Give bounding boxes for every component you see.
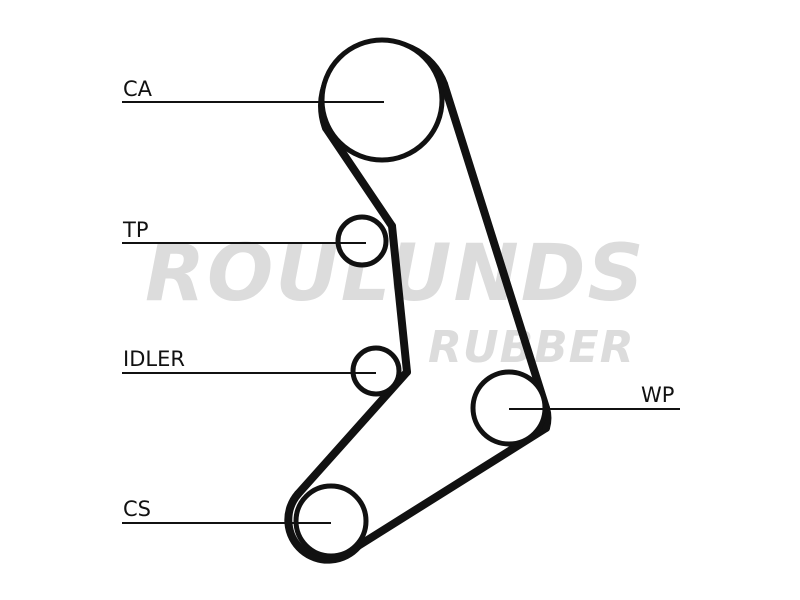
belt-segment-tp-idler (388, 222, 411, 376)
tensioner-pulley (335, 214, 389, 268)
crankshaft-pulley (293, 483, 369, 559)
label-tp: TP (122, 218, 149, 242)
label-ca: CA (123, 77, 153, 101)
belt-segment-ca-tp (322, 124, 396, 230)
label-idler: IDLER (123, 347, 185, 371)
labels: CA TP IDLER CS WP (122, 77, 674, 521)
idler-pulley (350, 345, 402, 397)
belt-segment-cs-wp (354, 424, 550, 550)
belt-segment-wp-ca (440, 80, 550, 412)
label-wp: WP (641, 383, 674, 407)
label-cs: CS (123, 497, 151, 521)
camshaft-pulley (319, 37, 445, 163)
belt-wrap-cs (284, 490, 362, 564)
leader-lines (122, 101, 680, 524)
